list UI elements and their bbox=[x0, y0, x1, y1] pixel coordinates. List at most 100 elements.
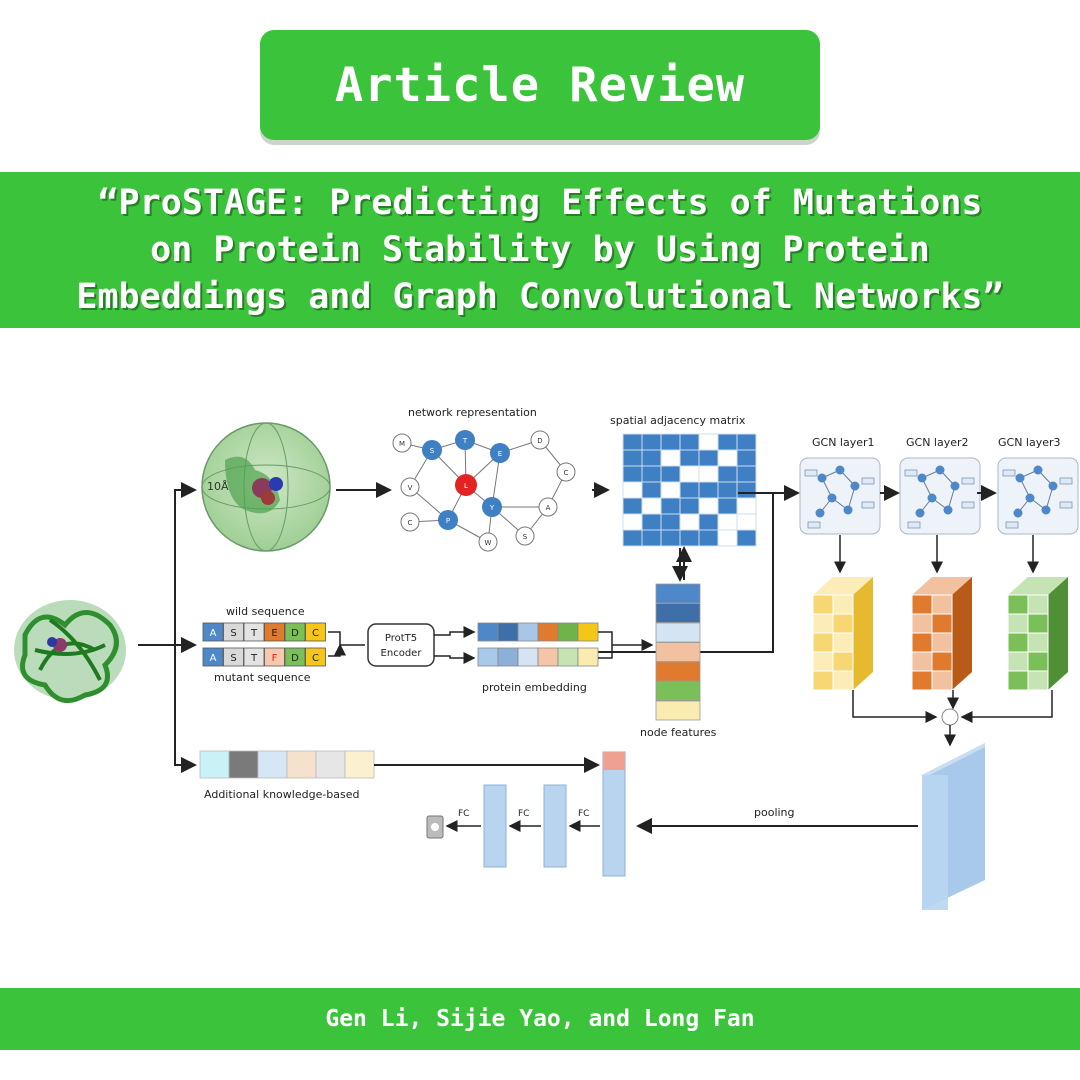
matrix-cell bbox=[736, 449, 757, 467]
residue-cell bbox=[284, 647, 306, 667]
residue-cell bbox=[284, 622, 306, 642]
matrix-cell bbox=[641, 481, 662, 499]
node-feature-cell bbox=[655, 583, 701, 604]
knowledge-cell bbox=[286, 750, 317, 779]
embedding-cell bbox=[517, 622, 539, 642]
graph-nodes: M S T E D C V L A C P Y S W bbox=[392, 430, 576, 552]
matrix-cell bbox=[641, 513, 662, 531]
matrix-cell bbox=[736, 497, 757, 515]
gcn-layer-box bbox=[899, 457, 981, 535]
residue-letter: C bbox=[312, 628, 319, 639]
gcn-output-cube bbox=[1007, 577, 1068, 691]
matrix-cell bbox=[698, 529, 719, 547]
residue-letter: S bbox=[230, 628, 236, 639]
node-feature-cell bbox=[655, 622, 701, 643]
svg-text:D: D bbox=[537, 437, 542, 445]
network-representation-label: network representation bbox=[408, 406, 537, 419]
radius-label: 10Å bbox=[207, 480, 229, 493]
fc-label-2: FC bbox=[518, 809, 529, 819]
merge-node bbox=[941, 708, 959, 726]
svg-text:S: S bbox=[523, 533, 528, 541]
matrix-cell bbox=[660, 449, 681, 467]
matrix-cell bbox=[660, 513, 681, 531]
wild-sequence-label: wild sequence bbox=[226, 605, 305, 618]
residue-cell bbox=[264, 622, 285, 642]
prott5-encoder-box: ProtT5 Encoder bbox=[367, 623, 435, 667]
knowledge-cell bbox=[257, 750, 288, 779]
matrix-cell bbox=[717, 529, 738, 547]
node-feature-cell bbox=[655, 700, 701, 721]
matrix-cell bbox=[679, 529, 700, 547]
architecture-diagram: 10Å network representation M S T E D C V… bbox=[14, 406, 1079, 910]
matrix-cell bbox=[641, 449, 662, 467]
residue-letter: A bbox=[210, 653, 217, 664]
gcn-layer3-label: GCN layer3 bbox=[998, 436, 1061, 449]
matrix-cell bbox=[679, 497, 700, 515]
matrix-cell bbox=[698, 465, 719, 483]
title-line-1: “ProSTAGE: Predicting Effects of Mutatio… bbox=[97, 182, 983, 223]
gcn-layer-box bbox=[799, 457, 881, 535]
adjacency-matrix bbox=[622, 433, 757, 547]
matrix-cell bbox=[622, 449, 643, 467]
matrix-cell bbox=[717, 465, 738, 483]
svg-text:C: C bbox=[564, 469, 569, 477]
matrix-cell bbox=[698, 449, 719, 467]
embedding-cell bbox=[477, 647, 499, 667]
residue-cell bbox=[202, 647, 224, 667]
svg-text:P: P bbox=[446, 517, 450, 525]
node-feature-cell bbox=[655, 642, 701, 662]
knowledge-cell bbox=[315, 750, 346, 779]
matrix-cell bbox=[717, 449, 738, 467]
protein-embedding-label: protein embedding bbox=[482, 681, 587, 694]
pooling-label: pooling bbox=[754, 806, 795, 819]
matrix-cell bbox=[660, 481, 681, 499]
fc-label-1: FC bbox=[578, 809, 589, 819]
matrix-cell bbox=[622, 465, 643, 483]
residue-cell bbox=[243, 622, 265, 642]
knowledge-cell bbox=[199, 750, 230, 779]
gcn-output-cube bbox=[911, 577, 972, 691]
gcn-feature-cubes bbox=[812, 577, 1068, 691]
node-feature-cell bbox=[655, 603, 701, 623]
residue-cell bbox=[202, 622, 224, 642]
matrix-cell bbox=[698, 513, 719, 531]
svg-text:T: T bbox=[462, 437, 468, 445]
matrix-cell bbox=[660, 529, 681, 547]
embedding-cell bbox=[557, 622, 579, 642]
embedding-cell bbox=[497, 647, 519, 667]
matrix-cell bbox=[736, 465, 757, 483]
matrix-cell bbox=[622, 481, 643, 499]
residue-cell bbox=[305, 622, 326, 642]
residue-letter: C bbox=[312, 653, 319, 664]
protein-embedding-vectors bbox=[477, 622, 599, 667]
adjacency-matrix-label: spatial adjacency matrix bbox=[610, 414, 746, 427]
additional-knowledge-label: Additional knowledge-based bbox=[204, 788, 360, 801]
matrix-cell bbox=[717, 497, 738, 515]
svg-text:L: L bbox=[464, 482, 468, 490]
title-band: “ProSTAGE: Predicting Effects of Mutatio… bbox=[0, 172, 1080, 328]
residue-letter: T bbox=[250, 628, 258, 639]
matrix-cell bbox=[641, 529, 662, 547]
node-features-label: node features bbox=[640, 726, 717, 739]
matrix-cell bbox=[698, 481, 719, 499]
matrix-cell bbox=[622, 513, 643, 531]
protein-structure-image bbox=[14, 600, 126, 704]
residue-letter: D bbox=[291, 653, 299, 664]
svg-text:S: S bbox=[430, 447, 435, 455]
knowledge-cell bbox=[228, 750, 259, 779]
matrix-cell bbox=[641, 433, 662, 451]
matrix-cell bbox=[736, 433, 757, 451]
additional-knowledge-vector bbox=[199, 750, 375, 779]
svg-text:A: A bbox=[546, 504, 551, 512]
svg-text:E: E bbox=[498, 450, 502, 458]
node-feature-cell bbox=[655, 661, 701, 682]
residue-letter: F bbox=[272, 653, 278, 664]
matrix-cell bbox=[679, 433, 700, 451]
gcn-layer1-label: GCN layer1 bbox=[812, 436, 875, 449]
matrix-cell bbox=[622, 497, 643, 515]
article-review-badge: Article Review bbox=[260, 30, 820, 140]
embedding-cell bbox=[497, 622, 519, 642]
authors-footer: Gen Li, Sijie Yao, and Long Fan bbox=[0, 988, 1080, 1050]
fc-stack bbox=[426, 751, 626, 877]
